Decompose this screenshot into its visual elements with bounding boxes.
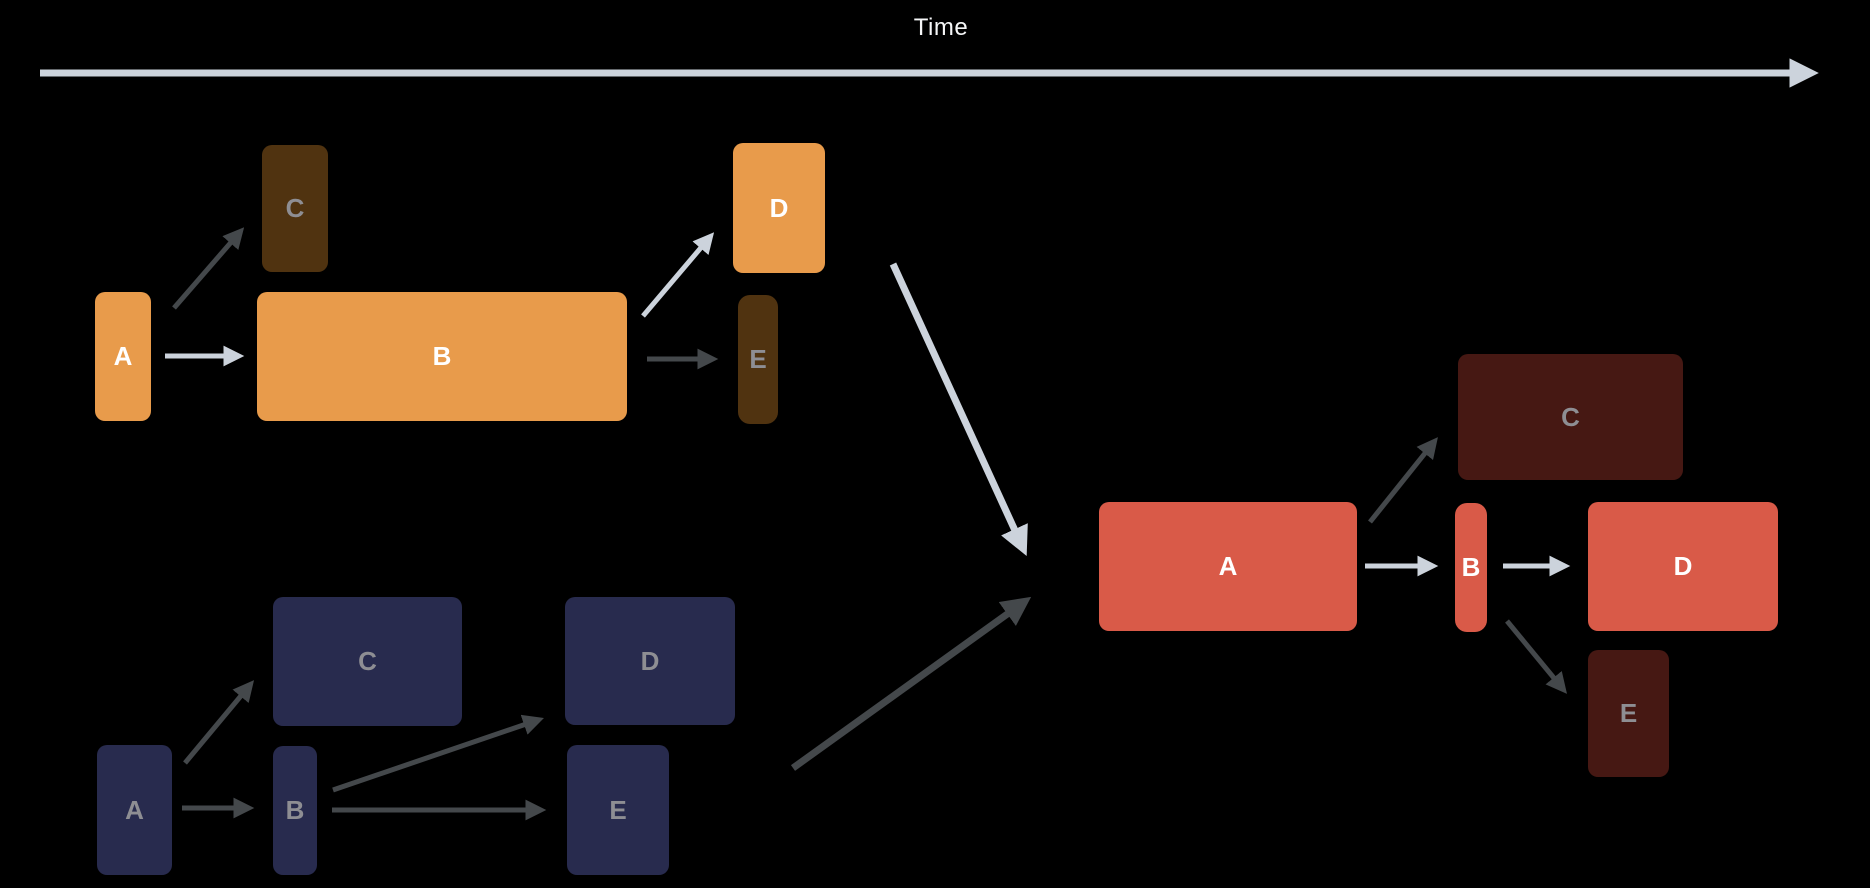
edge-c2-a-c (183, 680, 255, 765)
edge-c3-a-c (1368, 437, 1438, 524)
node-c3-b: B (1455, 503, 1487, 632)
node-c2-d: D (565, 597, 735, 725)
node-c2-a: A (97, 745, 172, 875)
node-c1-d: D (733, 143, 825, 273)
transition-top-to-right-arrow (889, 262, 1028, 557)
node-c3-a: A (1099, 502, 1357, 631)
edge-c2-b-d (332, 714, 544, 793)
node-c2-c: C (273, 597, 462, 726)
node-c2-b: B (273, 746, 317, 875)
edge-c1-b-d (641, 232, 715, 318)
node-c3-c: C (1458, 354, 1683, 480)
node-c2-e: E (567, 745, 669, 875)
transition-bottom-to-right-arrow (790, 596, 1032, 771)
node-c3-d: D (1588, 502, 1778, 631)
edge-c3-b-e (1505, 619, 1568, 694)
node-c3-e: E (1588, 650, 1669, 777)
node-c1-a: A (95, 292, 151, 421)
node-c1-c: C (262, 145, 328, 272)
timeline-title: Time (913, 14, 969, 41)
node-c1-b: B (257, 292, 627, 421)
edge-c1-a-c (172, 227, 245, 310)
node-c1-e: E (738, 295, 778, 424)
